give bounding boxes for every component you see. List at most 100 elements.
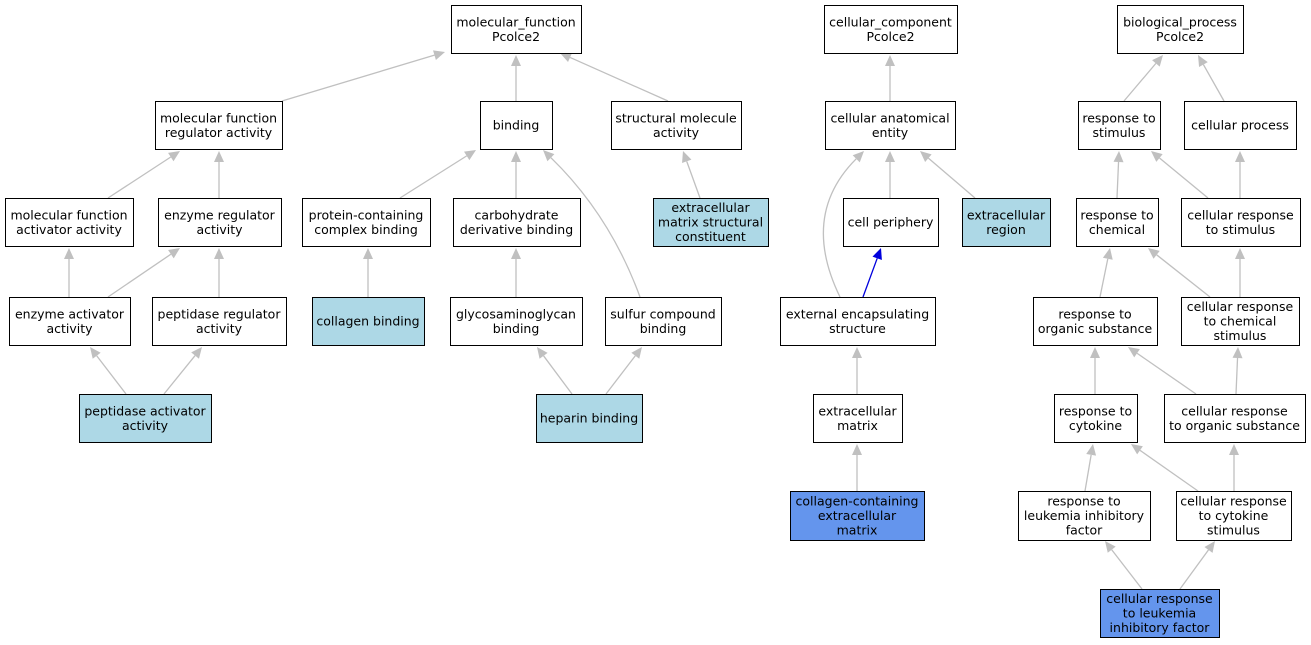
node-scb-label-0: sulfur compound xyxy=(610,306,715,321)
node-crtos-label-1: to organic substance xyxy=(1169,418,1300,433)
edge-rtos-to-rtc-line xyxy=(1099,258,1109,298)
node-mfra-label-1: regulator activity xyxy=(165,125,273,140)
node-era-label-1: activity xyxy=(196,222,243,237)
node-cdb-label-0: carbohydrate xyxy=(475,207,559,222)
edge-crts-to-cproc-arrowhead xyxy=(1235,151,1245,162)
edge-em-to-ees xyxy=(852,347,862,394)
node-rtcy-box xyxy=(1054,394,1138,443)
node-crtcys-label-1: to cytokine xyxy=(1199,508,1269,523)
edge-pra-to-era-arrowhead xyxy=(214,248,224,259)
edge-era-to-mfra xyxy=(214,151,224,198)
node-pcb-box xyxy=(302,198,431,247)
node-rts-label-1: stimulus xyxy=(1093,125,1146,140)
node-rtos-label-0: response to xyxy=(1058,306,1131,321)
edge-eaa-to-era xyxy=(107,248,180,298)
node-bp-box xyxy=(1117,5,1244,54)
node-er-label-1: region xyxy=(986,222,1026,237)
edge-crtlif-to-crtcys xyxy=(1179,541,1215,590)
edge-emsc-to-sma-line xyxy=(686,161,701,199)
node-mf-label-1: Pcolce2 xyxy=(492,29,540,44)
node-binding[interactable]: binding xyxy=(480,101,553,150)
edge-rtlif-to-rtcy-line xyxy=(1084,454,1092,492)
node-colb[interactable]: collagen binding xyxy=(312,297,425,346)
node-rtlif-label-0: response to xyxy=(1047,494,1120,509)
edge-scb-to-binding-line xyxy=(550,157,641,298)
edge-crtcys-to-rtcy-arrowhead xyxy=(1131,444,1143,455)
node-ees-label-0: external encapsulating xyxy=(786,306,929,321)
node-rtcy-label-0: response to xyxy=(1059,403,1132,418)
node-scb-label-1: binding xyxy=(640,321,687,336)
edge-eaa-to-mfaa xyxy=(64,248,74,297)
edge-crtos-to-rtos-line xyxy=(1136,352,1197,395)
node-cp[interactable]: cell periphery xyxy=(843,198,939,247)
node-cc-label-0: cellular_component xyxy=(829,14,952,29)
node-crtcs-box xyxy=(1181,297,1300,346)
node-cae-box xyxy=(825,101,956,150)
node-crtlif-label-0: cellular response xyxy=(1106,591,1213,606)
edge-crts-to-rts-line xyxy=(1159,157,1209,199)
edge-cproc-to-bp-arrowhead xyxy=(1198,55,1208,68)
edge-ccem-to-em xyxy=(852,444,862,491)
edge-crts-to-cproc xyxy=(1235,151,1245,198)
node-sma-label-1: activity xyxy=(653,125,700,140)
edge-crtlif-to-rtlif-line xyxy=(1111,549,1143,590)
edge-rtc-to-rts xyxy=(1113,151,1124,199)
node-crtcs-label-1: to chemical xyxy=(1204,314,1277,329)
node-cproc[interactable]: cellular process xyxy=(1184,101,1297,150)
edge-crtlif-to-crtcys-line xyxy=(1179,549,1210,590)
edge-crts-to-rts xyxy=(1151,151,1209,199)
edge-ees-to-cp-arrowhead xyxy=(872,248,882,261)
node-gagb-label-0: glycosaminoglycan xyxy=(456,306,576,321)
node-crts-label-1: to stimulus xyxy=(1206,222,1275,237)
edge-gagb-to-cdb xyxy=(511,248,521,297)
node-rtos-label-1: organic substance xyxy=(1038,321,1153,336)
node-rts-box xyxy=(1078,101,1161,150)
edge-hep-to-gagb-line xyxy=(543,355,573,395)
node-emsc-label-2: constituent xyxy=(675,229,746,244)
node-sma-label-0: structural molecule xyxy=(615,110,737,125)
edge-colb-to-pcb xyxy=(363,248,373,297)
node-hep[interactable]: heparin binding xyxy=(536,394,643,443)
edge-er-to-cae-line xyxy=(927,157,976,199)
edge-eaa-to-era-line xyxy=(107,253,172,298)
edge-paa-to-pra-arrowhead xyxy=(191,347,202,359)
edge-rtos-to-rtc xyxy=(1099,248,1113,298)
edge-crtcs-to-rtc-line xyxy=(1156,254,1211,298)
edge-hep-to-gagb xyxy=(537,347,573,395)
edge-crtcys-to-crtos-arrowhead xyxy=(1229,444,1239,455)
node-crtos-box xyxy=(1164,394,1306,443)
node-gagb-box xyxy=(450,297,583,346)
node-bp-label-1: Pcolce2 xyxy=(1156,29,1204,44)
